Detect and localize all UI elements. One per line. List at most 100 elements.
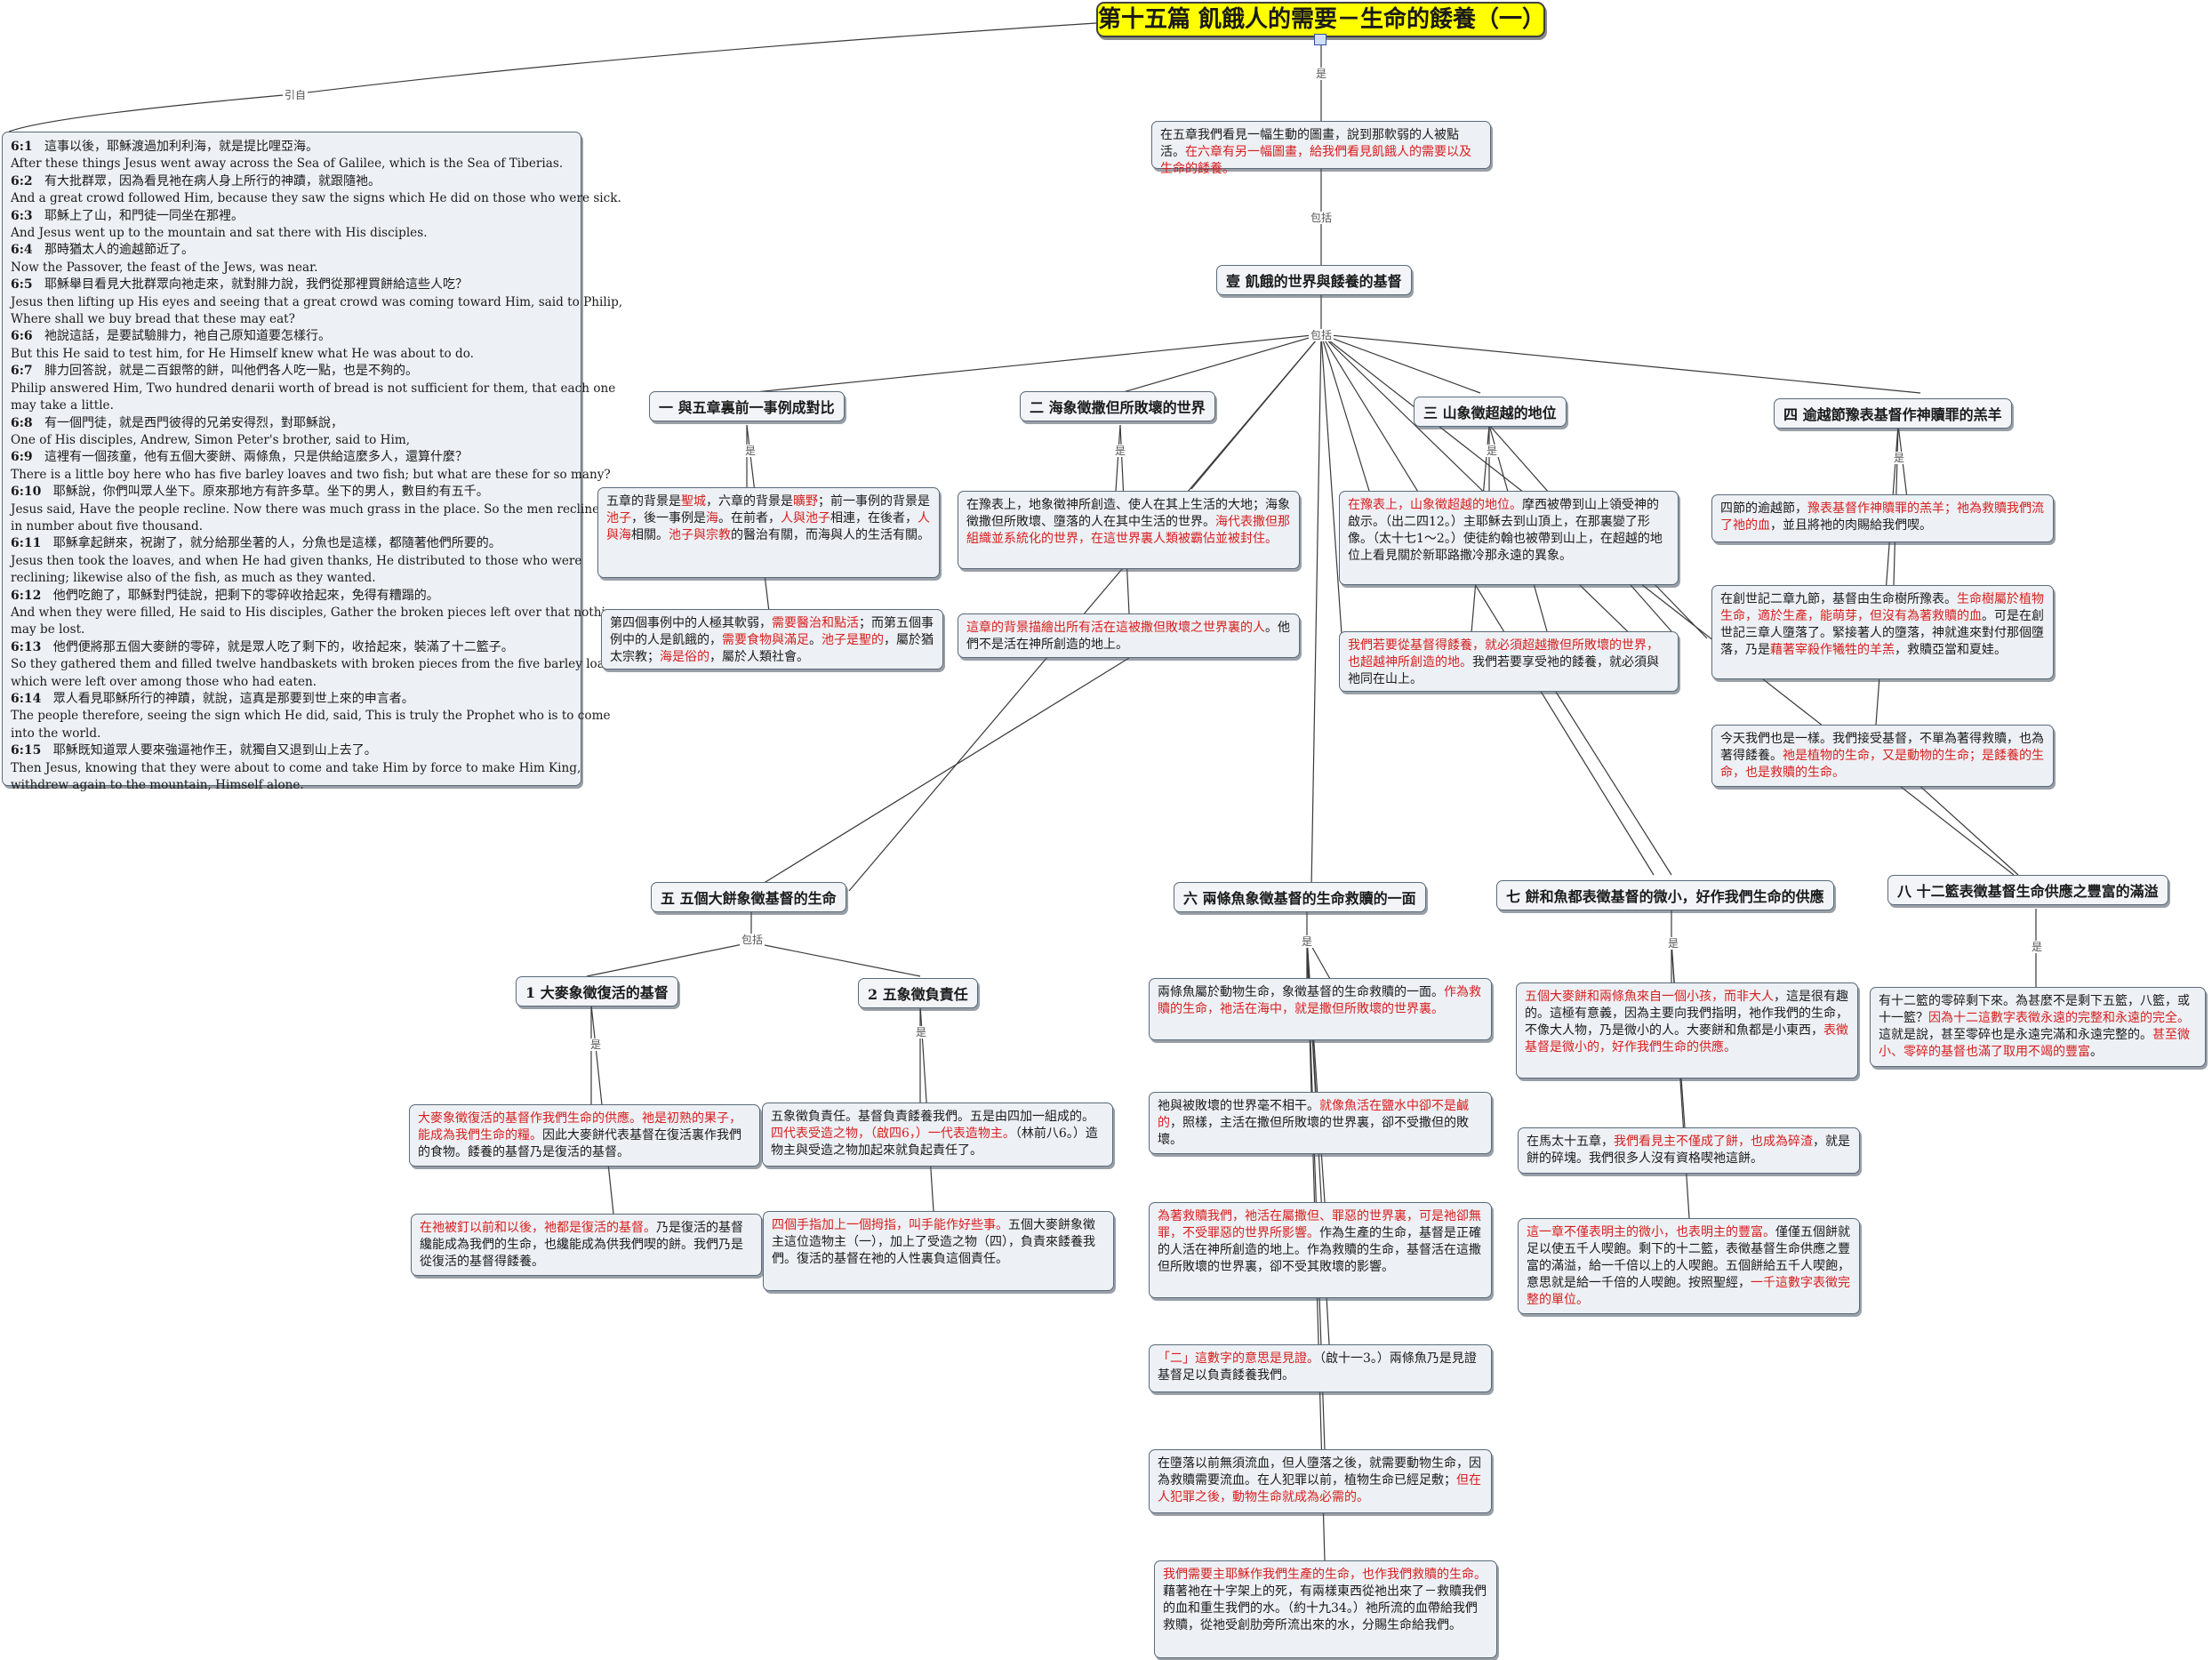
verse-ref: 6:5 (11, 277, 33, 293)
verse-en: which were left over among those who had… (11, 674, 317, 689)
verse-ref: 6:9 (11, 450, 33, 465)
note-text: 兩條魚屬於動物生命，象徵基督的生命救贖的一面。 (1158, 985, 1444, 999)
note-text: 這就是說，甚至零碎也是永遠完滿和永遠完整的。 (1879, 1028, 2152, 1042)
note-6d[interactable]: 「二」這數字的意思是見證。（啟十一3。）兩條魚乃是見證基督足以負責餧養我們。 (1149, 1344, 1492, 1392)
note-text: 四節的逾越節， (1720, 501, 1807, 516)
note-6b[interactable]: 祂與被敗壞的世界毫不相干。就像魚活在鹽水中卻不是鹹的，照樣，主活在撒但所敗壞的世… (1149, 1092, 1492, 1154)
verse-en: reclining; likewise also of the fish, as… (11, 571, 376, 586)
topic-6[interactable]: 六 兩條魚象徵基督的生命救贖的一面 (1174, 882, 1426, 912)
note-7a[interactable]: 五個大麥餅和兩條魚來自一個小孩，而非大人，這是很有趣的。這極有意義，因為主要向我… (1516, 982, 1858, 1079)
verse-zh: 這事以後，耶穌渡過加利利海，就是提比哩亞海。 (32, 140, 319, 154)
highlight-text: 在六章有另一幅圖畫，給我們看見飢餓人的需要以及生命的餧養。 (1160, 145, 1471, 176)
verse-zh-line: 6:10 耶穌說，你們叫眾人坐下。原來那地方有許多草。坐下的男人，數目約有五千。 (11, 484, 573, 501)
note-text: 祂與被敗壞的世界毫不相干。 (1158, 1099, 1319, 1113)
label-includes: 包括 (740, 934, 765, 946)
note-text: ；而第五個事例中的人是飢餓的， (610, 616, 934, 647)
note-1a[interactable]: 五章的背景是聖城，六章的背景是曠野；前一事例的背景是池子，後一事例是海。在前者，… (597, 487, 940, 578)
verse-en: And a great crowd followed Him, because … (11, 191, 621, 206)
verse-zh-line: 6:13 他們便將那五個大麥餅的零碎，就是眾人吃了剩下的，收拾起來，裝滿了十二籃… (11, 639, 573, 656)
verse-zh: 耶穌既知道眾人要來強逼祂作王，就獨自又退到山上去了。 (41, 743, 377, 758)
note-6e[interactable]: 在墮落以前無須流血，但人墮落之後，就需要動物生命，因為救贖需要流血。在人犯罪以前… (1149, 1449, 1492, 1513)
verse-quote-box[interactable]: 6:1 這事以後，耶穌渡過加利利海，就是提比哩亞海。After these th… (2, 132, 625, 792)
note-6c[interactable]: 為著救贖我們，祂活在屬撒但、罪惡的世界裏，可是祂卻無罪，不受罪惡的世界所影響。作… (1149, 1202, 1492, 1298)
note-text: 乃是復活的基督纔能成為我們的生命，也纔能成為供我們喫的餅。我們乃是從復活的基督得… (420, 1221, 743, 1269)
verse-ref: 6:2 (11, 173, 33, 188)
note-4b[interactable]: 在創世記二章九節，基督由生命樹所豫表。生命樹屬於植物生命，適於生產，能萌芽，但沒… (1711, 585, 2054, 679)
highlight-text: 甚至微小、零碎的基督也滿了取用不竭的豐富 (1879, 1028, 2190, 1059)
topic-5-1[interactable]: 1 大麥象徵復活的基督 (516, 976, 678, 1006)
note-5-1a[interactable]: 大麥象徵復活的基督作我們生命的供應。祂是初熟的果子，能成為我們生命的糧。因此大麥… (409, 1104, 760, 1167)
verse-zh: 眾人看見耶穌所行的神蹟，就說，這真是那要到世上來的申言者。 (41, 692, 414, 706)
note-5-2b[interactable]: 四個手指加上一個拇指，叫手能作好些事。五個大麥餅象徵主這位造物主（一），加上了受… (763, 1211, 1114, 1291)
note-text: 。他們不是活在神所創造的地上。 (966, 621, 1290, 652)
verse-zh-line: 6:3 耶穌上了山，和門徒一同坐在那裡。 (11, 208, 573, 225)
verse-en: into the world. (11, 726, 101, 741)
highlight-text: 這一章不僅表明主的微小，也表明主的豐富。 (1527, 1225, 1775, 1239)
note-2b[interactable]: 這章的背景描繪出所有活在這被撒但敗壞之世界裏的人。他們不是活在神所創造的地上。 (958, 613, 1300, 658)
highlight-text: 但在人犯罪之後，動物生命就成為必需的。 (1158, 1473, 1481, 1504)
main-topic[interactable]: 壹 飢餓的世界與餧養的基督 (1216, 265, 1412, 295)
note-2a[interactable]: 在豫表上，地象徵神所創造、使人在其上生活的大地；海象徵撒但所敗壞、墮落的人在其中… (958, 491, 1300, 569)
intro-note[interactable]: 在五章我們看見一幅生動的圖畫，說到那軟弱的人被點活。在六章有另一幅圖畫，給我們看… (1151, 121, 1491, 176)
topic-3[interactable]: 三 山象徵超越的地位 (1414, 397, 1567, 427)
highlight-text: 大麥象徵復活的基督作我們生命的供應。祂是初熟的果子，能成為我們生命的糧。 (418, 1111, 741, 1143)
topic-5-2[interactable]: 2 五象徵負責任 (858, 978, 978, 1008)
verse-ref: 6:11 (11, 536, 42, 551)
note-text: 今天我們也是一樣。我們接受基督，不單為著得救贖，也為著得餧養。 (1720, 732, 2044, 763)
highlight-text: 豫表基督作神贖罪的羔羊；祂為救贖我們流了祂的血 (1720, 501, 2044, 533)
topic-7[interactable]: 七 餅和魚都表徵基督的微小，好作我們生命的供應 (1496, 880, 1834, 910)
note-5-2a[interactable]: 五象徵負責任。基督負責餧養我們。五是由四加一組成的。四代表受造之物，（啟四6，）… (762, 1103, 1113, 1167)
verse-zh: 那時猶太人的逾越節近了。 (32, 243, 195, 258)
note-4a[interactable]: 四節的逾越節，豫表基督作神贖罪的羔羊；祂為救贖我們流了祂的血，並且將祂的肉賜給我… (1711, 494, 2054, 542)
note-text: 摩西被帶到山上領受神的啟示。（出二四12。）主耶穌去到山頂上，在那裏變了形像。（… (1348, 498, 1663, 563)
verse-en: Jesus then lifting up His eyes and seein… (11, 294, 623, 309)
verse-en: And when they were filled, He said to Hi… (11, 605, 621, 620)
topic-1[interactable]: 一 與五章裏前一事例成對比 (649, 391, 845, 421)
topic-8[interactable]: 八 十二籃表徵基督生命供應之豐富的滿溢 (1887, 875, 2168, 905)
note-text: 第四個事例中的人極其軟弱， (610, 616, 772, 630)
note-7b[interactable]: 在馬太十五章，我們看見主不僅成了餅，也成為碎渣，就是餅的碎塊。我們很多人沒有資格… (1518, 1127, 1860, 1174)
verse-ref: 6:1 (11, 140, 33, 154)
highlight-text: 祂是植物的生命，又是動物的生命；是餧養的生命，也是救贖的生命。 (1720, 749, 2044, 780)
note-4c[interactable]: 今天我們也是一樣。我們接受基督，不單為著得救贖，也為著得餧養。祂是植物的生命，又… (1711, 725, 2054, 787)
note-text: ，這是很有趣的。這極有意義，因為主要向我們指明，祂作我們的生命，不像大人物，乃是… (1525, 990, 1848, 1038)
highlight-text: 聖城 (681, 494, 706, 509)
note-text: 作為生產的生命，基督是正確的人活在神所創造的地上。作為救贖的生命，基督活在這撒但… (1158, 1226, 1481, 1274)
note-text: 我們若要享受祂的餧養，就必須與祂同在山上。 (1348, 655, 1659, 686)
note-text: ，照樣，主活在撒但所敗壞的世界裏，卻不受撒但的敗壞。 (1158, 1116, 1469, 1147)
note-text: ，並且將祂的肉賜給我們喫。 (1770, 518, 1932, 533)
highlight-text: 四代表受造之物，（啟四6，）一代表造物主。 (771, 1127, 1015, 1141)
note-8a[interactable]: 有十二籃的零碎剩下來。為甚麼不是剩下五籃，八籃，或十一籃？因為十二這數字表徵永遠… (1870, 987, 2206, 1067)
highlight-text: 因為十二這數字表徵永遠的完整和永遠的完全。 (1928, 1011, 2190, 1025)
label-is: 是 (1485, 445, 1500, 457)
topic-2[interactable]: 二 海象徵撒但所敗壞的世界 (1020, 391, 1215, 421)
note-6f[interactable]: 我們需要主耶穌作我們生產的生命，也作我們救贖的生命。藉著祂在十字架上的死，有兩樣… (1154, 1560, 1497, 1658)
note-3a[interactable]: 在豫表上，山象徵超越的地位。摩西被帶到山上領受神的啟示。（出二四12。）主耶穌去… (1339, 491, 1679, 585)
note-7c[interactable]: 這一章不僅表明主的微小，也表明主的豐富。僅僅五個餅就足以使五千人喫飽。剩下的十二… (1518, 1218, 1860, 1314)
topic-4[interactable]: 四 逾越節豫表基督作神贖罪的羔羊 (1774, 398, 2012, 429)
highlight-text: 「二」這數字的意思是見證。 (1158, 1351, 1319, 1366)
root-title[interactable]: 第十五篇 飢餓人的需要－生命的餧養（一） (1096, 2, 1545, 37)
topic-5[interactable]: 五 五個大餅象徵基督的生命 (651, 882, 846, 912)
verse-zh-line: 6:7 腓力回答說，就是二百銀幣的餅，叫他們各人吃一點，也是不夠的。 (11, 363, 573, 380)
verse-en: There is a little boy here who has five … (11, 467, 611, 482)
verse-ref: 6:13 (11, 639, 42, 654)
note-text: 的醫治有關，而海與人的生活有關。 (731, 528, 930, 542)
verse-en: Now the Passover, the feast of the Jews,… (11, 260, 318, 275)
highlight-text: 在祂被釘以前和以後，祂都是復活的基督。 (420, 1221, 656, 1235)
label-is: 是 (2030, 941, 2045, 953)
note-text: 五章的背景是 (606, 494, 681, 509)
note-text: （啟十一3。）兩條魚乃是見證基督足以負責餧養我們。 (1158, 1351, 1477, 1383)
note-6a[interactable]: 兩條魚屬於動物生命，象徵基督的生命救贖的一面。作為救贖的生命，祂活在海中，就是撒… (1149, 978, 1492, 1040)
highlight-text: 我們需要主耶穌作我們生產的生命，也作我們救贖的生命。 (1163, 1568, 1487, 1582)
label-is: 是 (1113, 445, 1128, 457)
verse-en: in number about five thousand. (11, 518, 204, 533)
verse-zh-line: 6:14 眾人看見耶穌所行的神蹟，就說，這真是那要到世上來的申言者。 (11, 691, 573, 708)
verse-zh: 有一個門徒，就是西門彼得的兄弟安得烈，對耶穌說， (32, 415, 344, 430)
note-5-1b[interactable]: 在祂被釘以前和以後，祂都是復活的基督。乃是復活的基督纔能成為我們的生命，也纔能成… (411, 1214, 762, 1276)
highlight-text: 人與池子 (781, 511, 830, 525)
note-1b[interactable]: 第四個事例中的人極其軟弱，需要醫治和點活；而第五個事例中的人是飢餓的，需要食物與… (601, 609, 943, 670)
note-3b[interactable]: 我們若要從基督得餧養，就必須超越撒但所敗壞的世界，也超越神所創造的地。我們若要享… (1339, 631, 1679, 692)
label-is: 是 (1300, 935, 1315, 948)
verse-zh-line: 6:12 他們吃飽了，耶穌對門徒說，把剩下的零碎收拾起來，免得有糟蹋的。 (11, 588, 573, 605)
